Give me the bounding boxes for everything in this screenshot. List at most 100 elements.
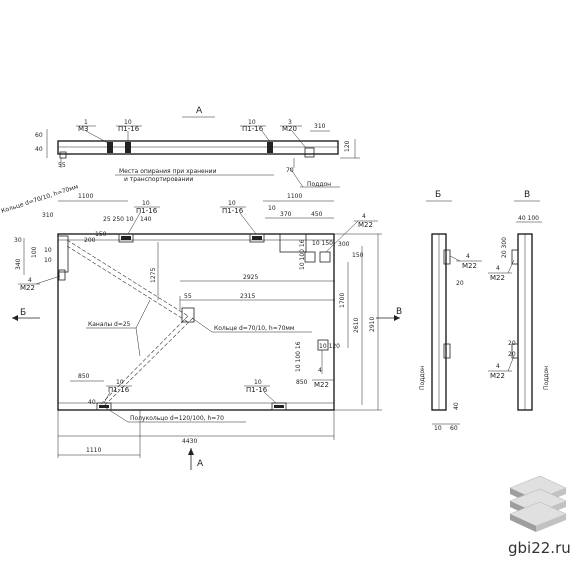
embedded-part <box>304 147 315 158</box>
callout-m3-count: 1 <box>84 119 88 126</box>
dim-150: 150 <box>95 231 107 238</box>
callout-p1-left: П1-16 <box>136 207 158 215</box>
dim-340: 340 <box>15 258 22 270</box>
dim-30: 30 <box>14 237 22 244</box>
support-pad <box>59 151 67 159</box>
callout-m20: М20 <box>282 125 297 133</box>
left-edge-insert <box>57 235 69 273</box>
dim-1110: 1110 <box>86 447 101 454</box>
callout-m20-count: 3 <box>288 119 292 126</box>
embedded-part <box>267 142 273 153</box>
support-note-line2: и транспортировании <box>124 176 193 183</box>
embedded-box-top-right <box>279 233 307 253</box>
callout-p1-count: 10 <box>124 119 132 126</box>
support-note-line1: Места опирания при хранении <box>119 168 217 175</box>
side-v-m22-b: М22 <box>490 372 505 380</box>
center-loop <box>181 307 195 323</box>
dim-140: 140 <box>140 216 152 223</box>
dim-10-100-16-b: 10 100 16 <box>295 341 302 372</box>
dim-40: 40 <box>35 146 43 153</box>
callout-p1b-count: 10 <box>248 119 256 126</box>
side-v-dim-40-100: 40 100 <box>518 215 539 222</box>
dim-40-bottom: 40 <box>88 399 96 406</box>
callout-m22-top: М22 <box>358 221 373 229</box>
view-label-a-bottom: А <box>197 459 204 469</box>
side-v-dim-20b: 20 <box>508 351 516 358</box>
dim-370: 370 <box>280 211 292 218</box>
dim-2925: 2925 <box>243 274 258 281</box>
dim-2315: 2315 <box>240 293 255 300</box>
embedded-plate-top-left <box>118 233 134 243</box>
dim-100-side: 100 <box>31 246 38 258</box>
side-b-dim-20: 20 <box>456 280 464 287</box>
dim-850-right: 850 <box>296 379 308 386</box>
channel-line <box>99 315 189 406</box>
loop-label-top-left: Кольце d=70/10, h=70мм <box>0 183 79 215</box>
side-view-b: Б 4 М22 20 Поддон 40 10 60 <box>419 190 482 432</box>
bolt-m22-upper <box>304 251 316 263</box>
front-view: 1100 1100 10 П1-16 10 П1-16 10 370 450 2… <box>0 183 402 470</box>
section-arrow-b: Б <box>20 308 26 318</box>
callout-p1-left-count: 10 <box>142 200 150 207</box>
callout-m22-bottom-count: 4 <box>318 367 322 374</box>
dim-1100-right: 1100 <box>287 193 302 200</box>
stacked-slabs-icon <box>509 475 567 532</box>
slab-outline <box>57 233 335 411</box>
dim-310: 310 <box>314 123 326 130</box>
callout-p1: П1-16 <box>118 125 140 133</box>
side-b-dim-60: 60 <box>450 425 458 432</box>
side-v-pallet: Поддон <box>543 366 550 390</box>
dim-200: 200 <box>84 237 96 244</box>
view-label-b: Б <box>435 190 441 200</box>
dim-4430: 4430 <box>182 438 197 445</box>
top-view: А 60 40 55 1 М3 10 П1-16 10 П1-16 3 М20 … <box>35 106 360 188</box>
dim-2910: 2910 <box>369 317 376 332</box>
slab-plan-outline <box>57 140 339 155</box>
dim-1275: 1275 <box>150 268 157 283</box>
channel-line <box>66 239 189 317</box>
dim-10-120: 10 120 <box>319 343 340 350</box>
callout-p1-right: П1-16 <box>222 207 244 215</box>
side-b-m22-count: 4 <box>466 253 470 260</box>
dim-10-left-a: 10 <box>44 247 52 254</box>
callout-p1-right-count: 10 <box>228 200 236 207</box>
callout-p1-bm-count: 10 <box>254 379 262 386</box>
side-view-v: В 40 100 20 300 4 М22 20 20 4 М22 Поддон <box>488 190 550 411</box>
embedded-plate-bottom-right <box>271 402 287 411</box>
dim-850-left: 850 <box>78 373 90 380</box>
side-v-m22-a: М22 <box>490 274 505 282</box>
embedded-part <box>107 142 113 153</box>
callout-m22-top-count: 4 <box>362 213 366 220</box>
dim-10-left-b: 10 <box>44 257 52 264</box>
site-url[interactable]: gbi22.ru <box>508 539 571 557</box>
dim-310-left: 310 <box>42 212 54 219</box>
section-arrow-v: В <box>396 307 402 317</box>
half-loop-label: Полукольцо d=120/100, h=70 <box>130 415 224 422</box>
dim-350: 150 <box>352 252 364 259</box>
embedded-part <box>125 142 131 153</box>
callout-p1b: П1-16 <box>242 125 264 133</box>
dim-25-250-10: 25 250 10 <box>103 216 134 223</box>
side-v-m22-b-count: 4 <box>496 363 500 370</box>
dim-2610: 2610 <box>353 318 360 333</box>
dim-300: 300 <box>338 241 350 248</box>
pallet-label-top: Поддон <box>307 181 331 188</box>
channels-label: Каналы d=25 <box>88 321 131 328</box>
side-b-dim-40: 40 <box>453 402 460 410</box>
arrow-up-icon <box>188 448 194 455</box>
callout-p1-bl-count: 10 <box>116 379 124 386</box>
dim-55: 55 <box>58 162 66 169</box>
dim-1700: 1700 <box>339 293 346 308</box>
dim-10-100-16: 10 100 16 <box>299 239 306 270</box>
side-b-dim-10: 10 <box>434 425 442 432</box>
side-b-m22: М22 <box>462 262 477 270</box>
bolt-m22-lower <box>317 339 329 351</box>
callout-p1-bm: П1-16 <box>246 386 268 394</box>
dim-10-150: 10 150 <box>312 240 333 247</box>
callout-m22-left: М22 <box>20 284 35 292</box>
side-v-dim-20: 20 <box>508 340 516 347</box>
arrow-right-icon <box>394 315 400 321</box>
view-label-v: В <box>524 190 530 200</box>
side-b-pallet: Поддон <box>419 366 426 390</box>
